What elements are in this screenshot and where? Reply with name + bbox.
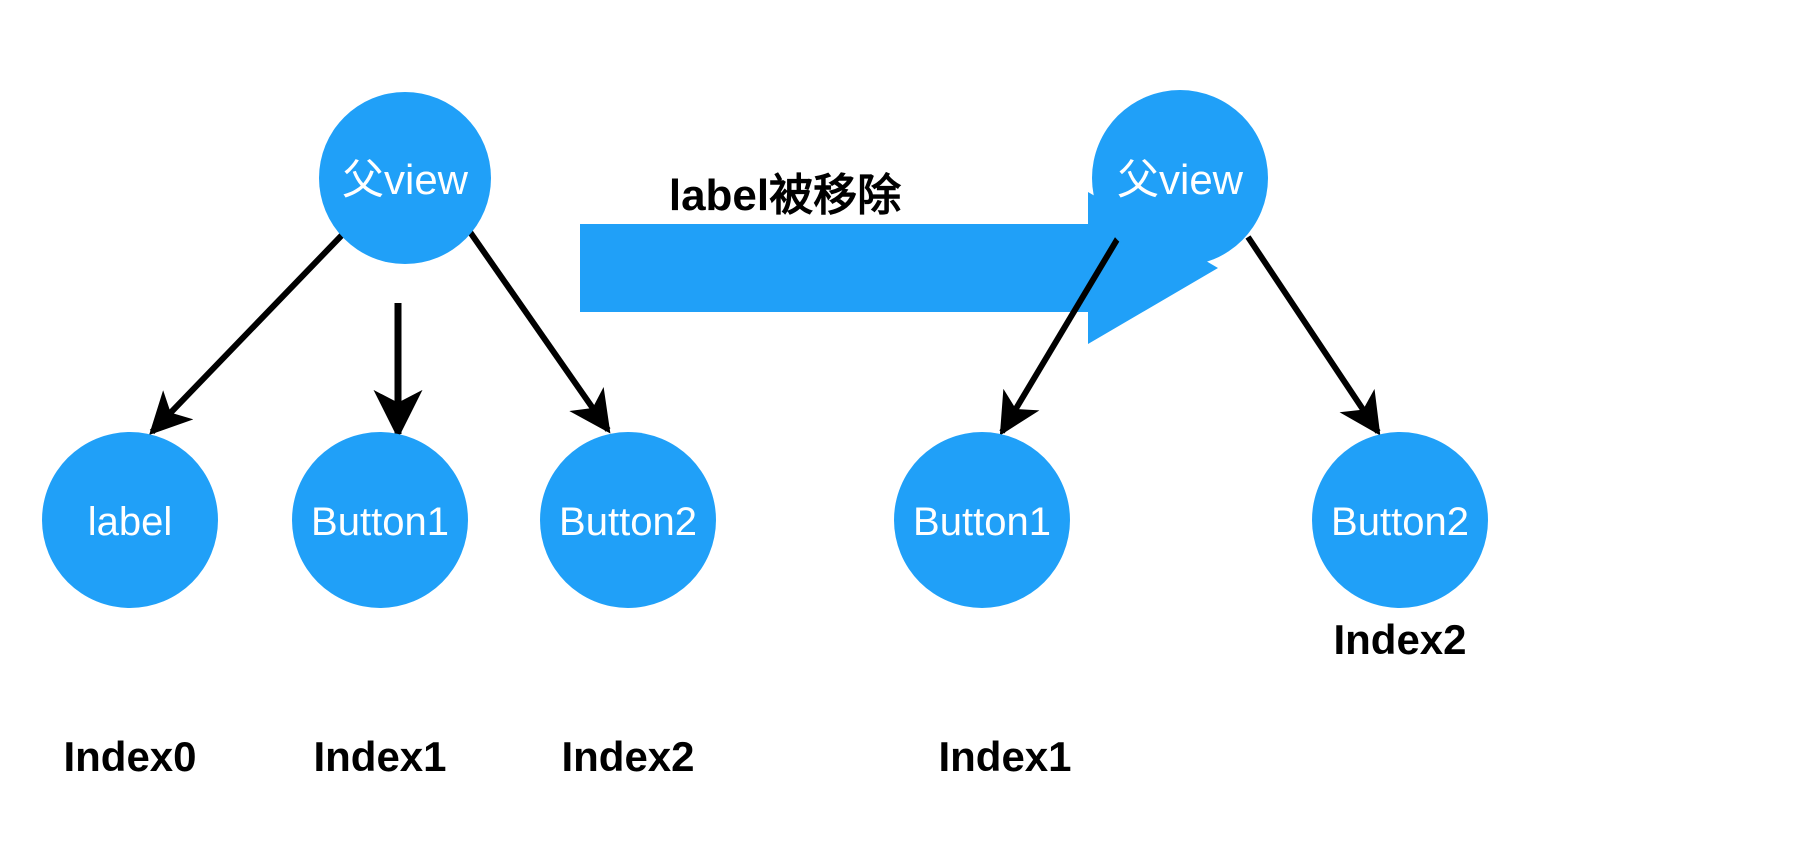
transition-arrow-right-icon <box>580 192 1218 344</box>
node-parent-view-after[interactable] <box>1092 90 1268 266</box>
edge-parent-to-button2 <box>467 230 611 434</box>
index-label-1: Index1 <box>313 733 447 780</box>
edge-parent-to-label <box>149 232 345 436</box>
edge-parent-to-button2-after <box>1245 235 1381 436</box>
node-button2-after[interactable] <box>1312 432 1488 608</box>
node-button2-before[interactable] <box>540 432 716 608</box>
index-label-after-2: Index2 <box>1333 616 1467 663</box>
edge-parent-to-button1-after <box>999 236 1121 436</box>
before-tree-group <box>42 92 716 608</box>
index-label-0: Index0 <box>63 733 197 780</box>
index-label-2: Index2 <box>561 733 695 780</box>
node-label-before[interactable] <box>42 432 218 608</box>
transition-label-text: label被移除 <box>668 171 902 220</box>
node-parent-view-before[interactable] <box>319 92 491 264</box>
after-tree-group <box>894 90 1488 608</box>
transition-arrow-group <box>580 192 1218 344</box>
node-button1-before[interactable] <box>292 432 468 608</box>
node-button1-after[interactable] <box>894 432 1070 608</box>
index-label-after-1: Index1 <box>938 733 1072 780</box>
